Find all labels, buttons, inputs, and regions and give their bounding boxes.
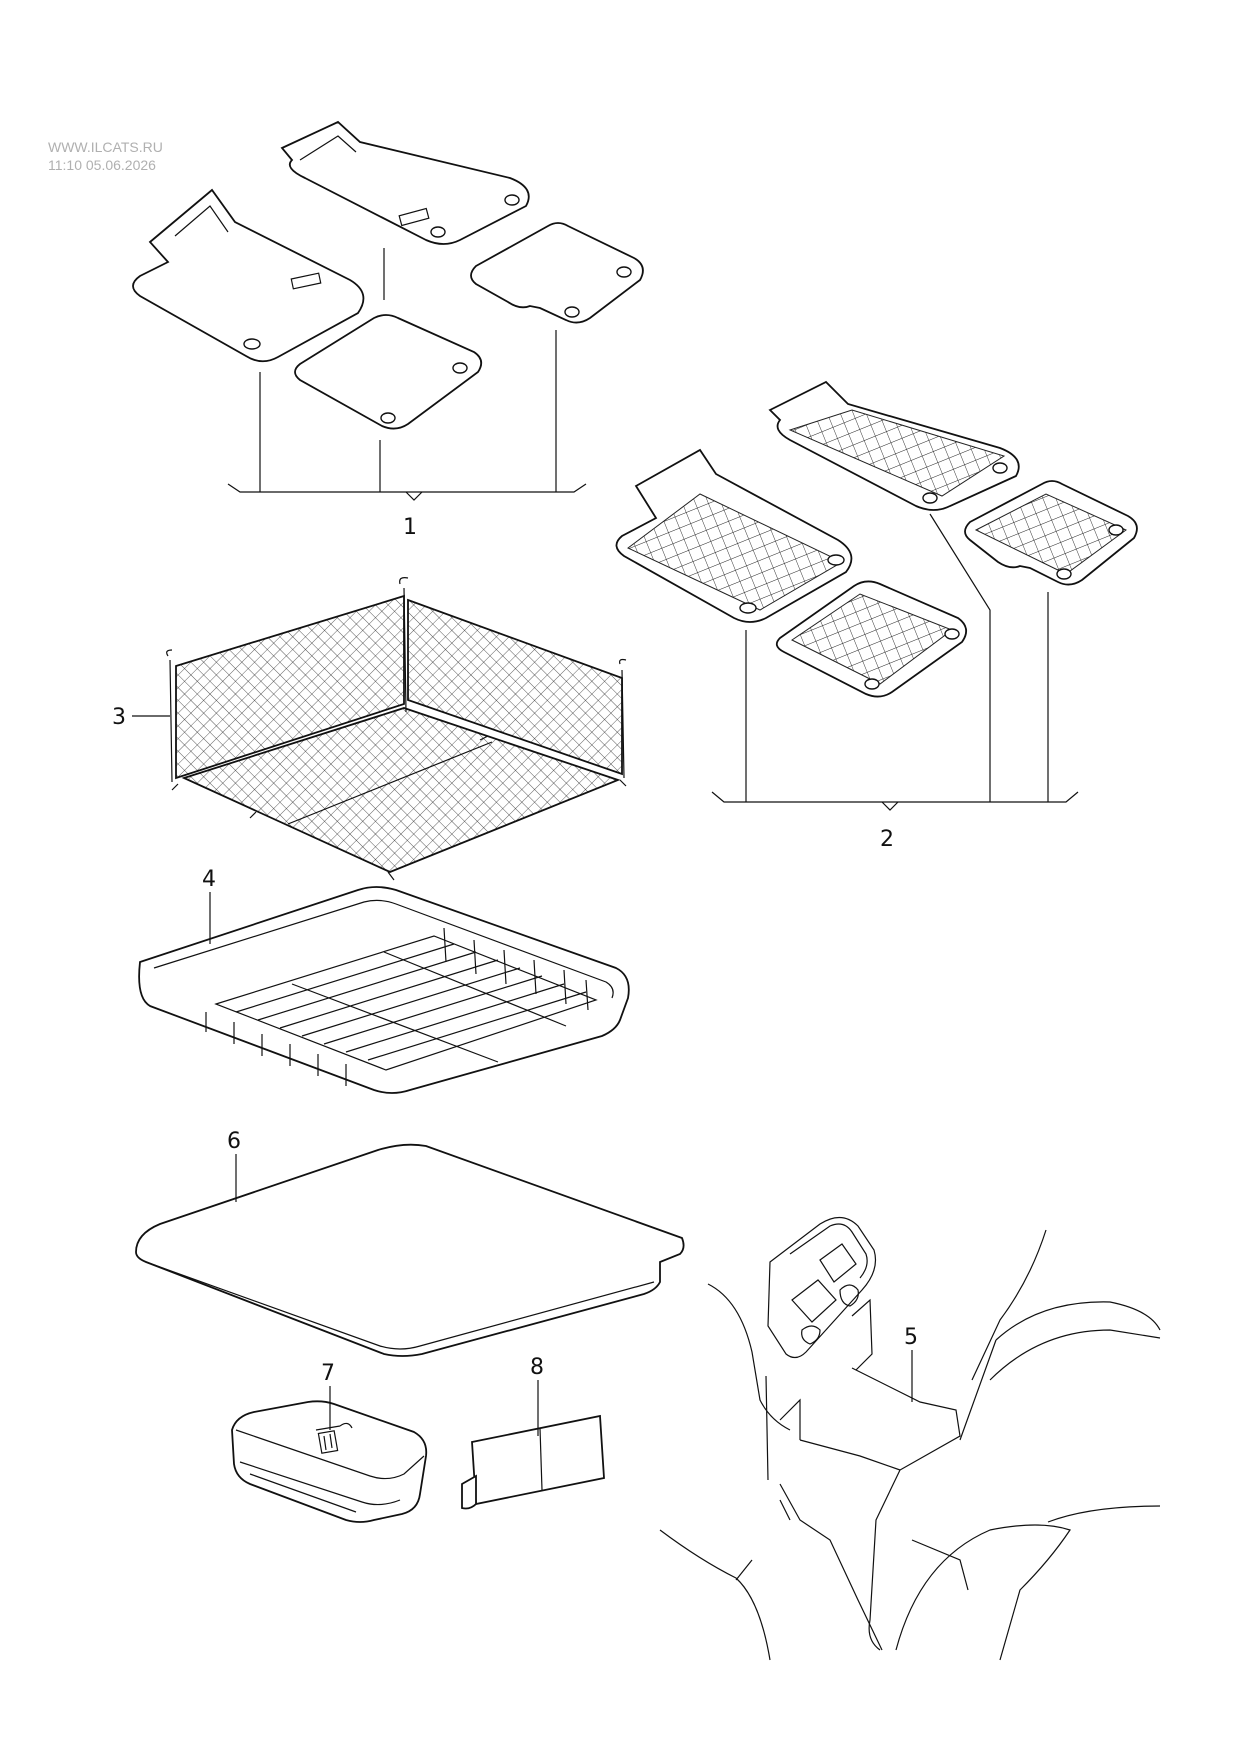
- callout-3[interactable]: 3: [112, 705, 126, 730]
- rubber-mat-front-left: [615, 448, 853, 623]
- callout-7[interactable]: 7: [321, 1361, 335, 1386]
- rubber-mat-front-right: [768, 380, 1020, 511]
- part-3-luggage-net[interactable]: [166, 577, 627, 881]
- part-4-boot-tray[interactable]: [138, 886, 630, 1094]
- mat-front-right: [280, 120, 530, 245]
- part-1-textile-floor-mats[interactable]: [132, 120, 644, 501]
- callout-1[interactable]: 1: [403, 515, 417, 540]
- part-5-console-cover-view[interactable]: [659, 1216, 1161, 1661]
- callout-6[interactable]: 6: [227, 1129, 241, 1154]
- part-6-boot-mat[interactable]: [135, 1143, 685, 1357]
- mat-front-left: [132, 188, 365, 363]
- watermark-site: WWW.ILCATS.RU: [48, 139, 163, 155]
- rubber-mat-rear-left: [775, 580, 968, 698]
- callout-8[interactable]: 8: [530, 1355, 544, 1380]
- part-8-divider[interactable]: [461, 1414, 605, 1510]
- callout-2[interactable]: 2: [880, 827, 894, 852]
- watermark-timestamp: 11:10 05.06.2026: [48, 157, 156, 173]
- callout-5[interactable]: 5: [904, 1325, 918, 1350]
- mat-rear-right: [470, 222, 644, 324]
- callout-4[interactable]: 4: [202, 867, 216, 892]
- part-7-waste-bin[interactable]: [231, 1400, 428, 1523]
- part-2-rubber-floor-mats[interactable]: [615, 380, 1138, 811]
- rubber-mat-rear-right: [964, 480, 1138, 586]
- waste-bin-icon: [315, 1422, 353, 1454]
- mat-rear-left: [294, 314, 483, 430]
- watermark: WWW.ILCATS.RU 11:10 05.06.2026: [48, 138, 163, 174]
